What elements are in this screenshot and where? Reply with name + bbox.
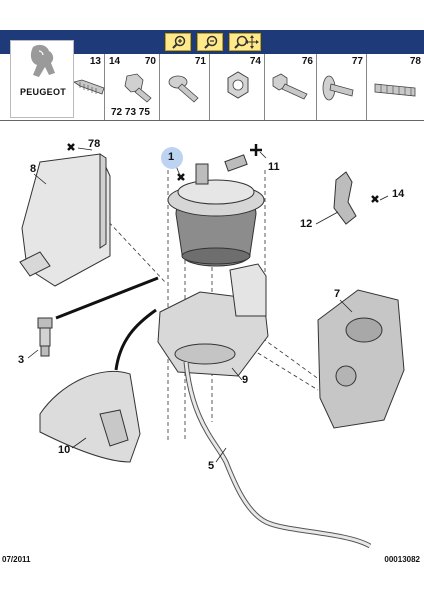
pointer-lines [55, 276, 159, 371]
mount-7 [317, 289, 405, 429]
fastener-x-78 [67, 143, 75, 151]
callout-10[interactable]: 10 [58, 444, 71, 456]
footer-ref: 00013082 [384, 555, 420, 564]
fuel-filter-1 [167, 154, 265, 267]
part-cell-74[interactable]: 74 [210, 54, 265, 120]
callout-highlight [161, 147, 183, 169]
flange-bolt-icon [168, 75, 199, 103]
stud-icon [374, 83, 416, 97]
zoom-in-icon[interactable] [165, 33, 191, 51]
callout-1[interactable]: 1 [168, 151, 175, 163]
part-cell-13[interactable]: 13 [0, 54, 105, 120]
heat-shield-10 [39, 370, 141, 463]
footer-date: 07/2011 [2, 555, 31, 564]
callout-8[interactable]: 8 [30, 163, 37, 175]
part-cell-71[interactable]: 71 [160, 54, 210, 120]
part-cell-76[interactable]: 76 [265, 54, 317, 120]
bracket-8 [19, 153, 111, 287]
sensor-3 [37, 317, 53, 357]
exploded-diagram [19, 143, 405, 549]
zoom-pan-icon[interactable] [229, 33, 261, 51]
leader-lines [27, 147, 389, 463]
callout-3[interactable]: 3 [18, 354, 25, 366]
part-cell-77[interactable]: 77 [317, 54, 367, 120]
part-cell-78[interactable]: 78 [367, 54, 424, 120]
lion-logo-icon [30, 44, 55, 77]
clip-12 [333, 171, 357, 225]
zoom-out-icon[interactable] [197, 33, 223, 51]
callout-12[interactable]: 12 [300, 218, 313, 230]
hex-bolt-icon [272, 73, 308, 100]
screw-icon [73, 79, 105, 95]
washer-bolt-icon [322, 75, 354, 101]
callout-9[interactable]: 9 [242, 374, 249, 386]
callout-11[interactable]: 11 [268, 161, 280, 173]
callout-78[interactable]: 78 [88, 138, 101, 150]
fuel-pipe-5 [183, 361, 372, 549]
bolt-icon [124, 73, 152, 103]
nut-icon [227, 71, 249, 99]
part-cell-14-70[interactable]: 14 70 72 73 75 [105, 54, 160, 120]
callout-7[interactable]: 7 [334, 288, 341, 300]
parts-strip: 13 14 70 72 73 75 71 74 76 [0, 54, 424, 121]
fastener-x-14 [371, 195, 379, 203]
support-9 [157, 263, 269, 377]
callout-14[interactable]: 14 [392, 188, 405, 200]
fastener-plus-11 [250, 144, 262, 156]
callout-5[interactable]: 5 [208, 460, 215, 472]
brand-logo: PEUGEOT [10, 40, 74, 118]
